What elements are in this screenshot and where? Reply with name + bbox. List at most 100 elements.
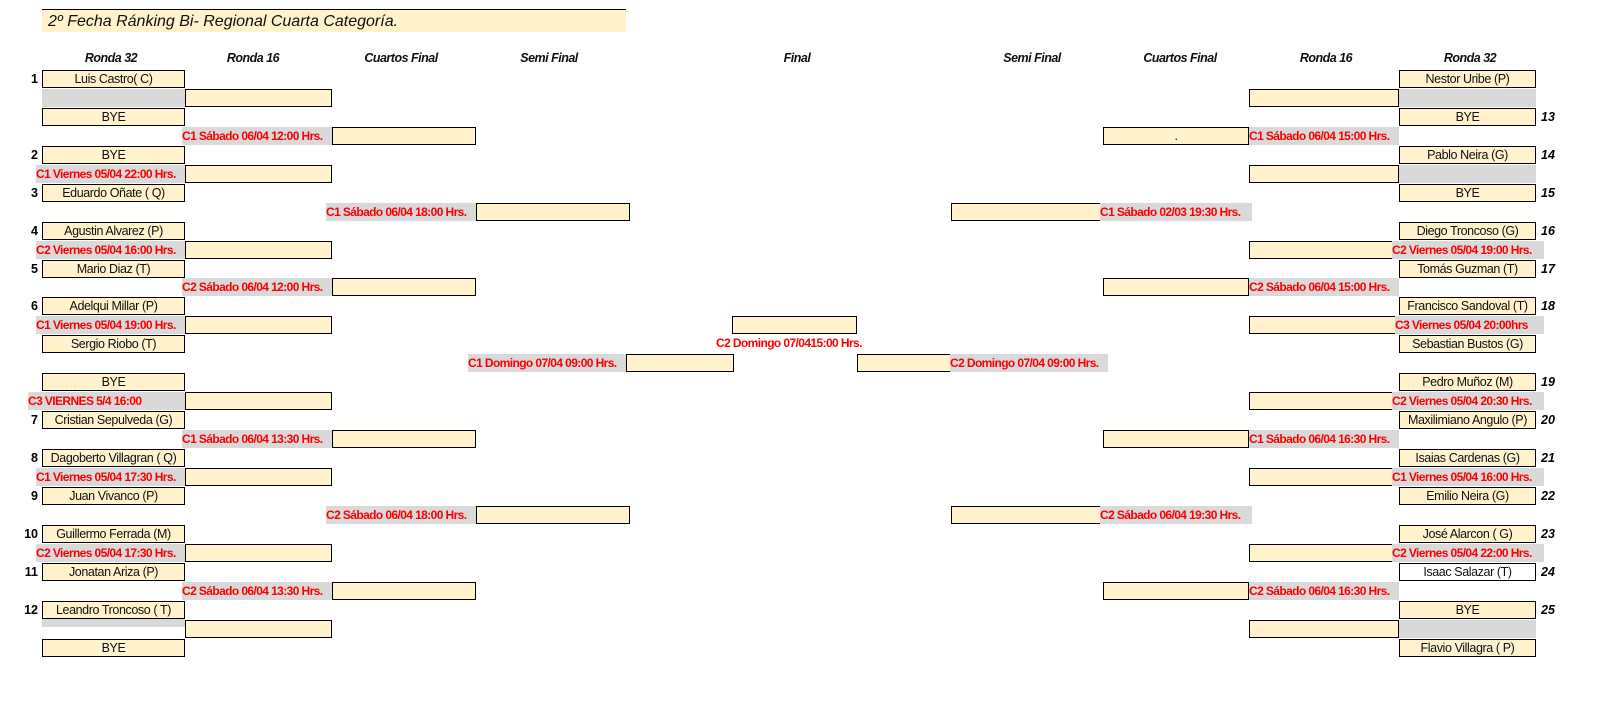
player-slot[interactable]: BYE <box>42 639 185 657</box>
match-schedule: C2 Viernes 05/04 22:00 Hrs. <box>1392 544 1544 562</box>
player-slot[interactable]: Maxilimiano Angulo (P) <box>1399 411 1536 429</box>
header-right-ronda-32: Ronda 32 <box>1443 51 1497 65</box>
player-slot[interactable]: Leandro Troncoso ( T) <box>42 601 185 619</box>
seed-number: 2 <box>31 148 38 162</box>
player-slot[interactable]: Dagoberto Villagran ( Q) <box>42 449 185 467</box>
r16-slot[interactable] <box>185 620 332 638</box>
match-schedule: C2 Sábado 06/04 12:00 Hrs. <box>182 278 332 296</box>
player-slot[interactable]: Isaias Cardenas (G) <box>1399 449 1536 467</box>
qf-slot[interactable] <box>1103 582 1249 600</box>
header-final: Final <box>783 51 811 65</box>
match-schedule: C2 Viernes 05/04 20:30 Hrs. <box>1392 392 1544 410</box>
seed-number: 13 <box>1541 110 1555 124</box>
seed-number: 23 <box>1541 527 1555 541</box>
finalist-slot-left[interactable] <box>626 354 734 372</box>
seed-number: 11 <box>24 565 38 579</box>
r16-slot[interactable] <box>185 89 332 107</box>
match-schedule: C1 Viernes 05/04 22:00 Hrs. <box>36 165 185 183</box>
match-schedule: C2 Sábado 06/04 19:30 Hrs. <box>1100 506 1252 524</box>
sf-slot[interactable] <box>476 506 630 524</box>
seed-number: 14 <box>1541 148 1555 162</box>
qf-slot[interactable] <box>332 127 476 145</box>
player-slot[interactable]: Tomás Guzman (T) <box>1399 260 1536 278</box>
player-slot[interactable]: Isaac Salazar (T) <box>1399 563 1536 581</box>
seed-number: 9 <box>31 489 38 503</box>
player-slot[interactable]: BYE <box>42 146 185 164</box>
player-slot[interactable]: José Alarcon ( G) <box>1399 525 1536 543</box>
r16-slot[interactable] <box>185 165 332 183</box>
r16-slot[interactable] <box>1249 165 1399 183</box>
sf-slot[interactable] <box>951 203 1103 221</box>
player-slot[interactable]: Nestor Uribe (P) <box>1399 70 1536 88</box>
bye-filler <box>1399 165 1536 183</box>
player-slot[interactable]: Juan Vivanco (P) <box>42 487 185 505</box>
qf-slot[interactable] <box>1103 430 1249 448</box>
player-slot[interactable]: BYE <box>42 108 185 126</box>
player-slot[interactable]: BYE <box>42 373 185 391</box>
seed-number: 7 <box>31 413 38 427</box>
sf-slot[interactable] <box>951 506 1103 524</box>
player-slot[interactable]: BYE <box>1399 184 1536 202</box>
bye-filler <box>1399 89 1536 107</box>
match-schedule: C2 Sábado 06/04 13:30 Hrs. <box>182 582 332 600</box>
r16-slot[interactable] <box>185 392 332 410</box>
qf-slot[interactable]: . <box>1103 127 1249 145</box>
r16-slot[interactable] <box>1249 468 1399 486</box>
match-schedule: C2 Domingo 07/04 09:00 Hrs. <box>950 354 1108 372</box>
seed-number: 17 <box>1541 262 1555 276</box>
r16-slot[interactable] <box>1249 316 1399 334</box>
seed-number: 18 <box>1541 299 1555 313</box>
match-schedule: C1 Sábado 06/04 12:00 Hrs. <box>182 127 332 145</box>
finalist-slot-right[interactable] <box>857 354 953 372</box>
r16-slot[interactable] <box>185 241 332 259</box>
r16-slot[interactable] <box>1249 392 1399 410</box>
qf-slot[interactable] <box>332 430 476 448</box>
seed-number: 15 <box>1541 186 1555 200</box>
sf-slot[interactable] <box>476 203 630 221</box>
match-schedule: C2 Viernes 05/04 17:30 Hrs. <box>36 544 185 562</box>
qf-slot[interactable] <box>332 278 476 296</box>
player-slot[interactable]: Pedro Muñoz (M) <box>1399 373 1536 391</box>
seed-number: 5 <box>31 262 38 276</box>
qf-slot[interactable] <box>1103 278 1249 296</box>
player-slot[interactable]: Francisco Sandoval (T) <box>1399 297 1536 315</box>
player-slot[interactable]: Pablo Neira (G) <box>1399 146 1536 164</box>
player-slot[interactable]: Flavio Villagra ( P) <box>1399 639 1536 657</box>
match-schedule: C1 Sábado 06/04 16:30 Hrs. <box>1249 430 1399 448</box>
player-slot[interactable]: BYE <box>1399 108 1536 126</box>
qf-slot[interactable] <box>332 582 476 600</box>
match-schedule: C1 Viernes 05/04 17:30 Hrs. <box>36 468 185 486</box>
seed-number: 3 <box>31 186 38 200</box>
match-schedule: C2 Viernes 05/04 19:00 Hrs. <box>1392 241 1544 259</box>
player-slot[interactable]: Diego Troncoso (G) <box>1399 222 1536 240</box>
seed-number: 19 <box>1541 375 1555 389</box>
player-slot[interactable]: Luis Castro( C) <box>42 70 185 88</box>
header-right-cuartos-final: Cuartos Final <box>1143 51 1217 65</box>
match-schedule: C3 Viernes 05/04 20:00hrs <box>1395 316 1544 334</box>
r16-slot[interactable] <box>185 468 332 486</box>
r16-slot[interactable] <box>185 316 332 334</box>
header-left-ronda-16: Ronda 16 <box>226 51 280 65</box>
player-slot[interactable]: Sebastian Bustos (G) <box>1399 335 1536 353</box>
player-slot[interactable]: Cristian Sepulveda (G) <box>42 411 185 429</box>
player-slot[interactable]: Emilio Neira (G) <box>1399 487 1536 505</box>
r16-slot[interactable] <box>1249 544 1399 562</box>
player-slot[interactable]: Guillermo Ferrada (M) <box>42 525 185 543</box>
player-slot[interactable]: Adelqui Millar (P) <box>42 297 185 315</box>
seed-number: 25 <box>1541 603 1555 617</box>
seed-number: 16 <box>1541 224 1555 238</box>
player-slot[interactable]: Jonatan Ariza (P) <box>42 563 185 581</box>
r16-slot[interactable] <box>185 544 332 562</box>
header-left-ronda-32: Ronda 32 <box>84 51 138 65</box>
r16-slot[interactable] <box>1249 620 1399 638</box>
r16-slot[interactable] <box>1249 241 1399 259</box>
champion-slot[interactable] <box>732 316 857 334</box>
player-slot[interactable]: Sergio Riobo (T) <box>42 335 185 353</box>
player-slot[interactable]: BYE <box>1399 601 1536 619</box>
player-slot[interactable]: Agustin Alvarez (P) <box>42 222 185 240</box>
bye-filler <box>42 89 185 107</box>
player-slot[interactable]: Mario Diaz (T) <box>42 260 185 278</box>
seed-number: 4 <box>31 224 38 238</box>
r16-slot[interactable] <box>1249 89 1399 107</box>
player-slot[interactable]: Eduardo Oñate ( Q) <box>42 184 185 202</box>
